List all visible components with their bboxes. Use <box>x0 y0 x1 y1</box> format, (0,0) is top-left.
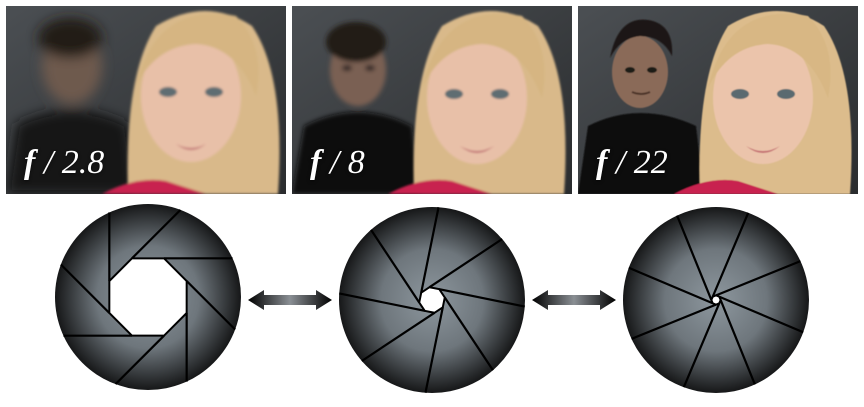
blade-edge <box>628 266 714 305</box>
blade-edge <box>370 229 421 304</box>
aperture-label: f / 22 <box>596 144 668 181</box>
blade-edge <box>185 280 236 331</box>
blade-edge <box>60 263 111 314</box>
blade-edge <box>676 215 713 301</box>
blade-edge <box>114 334 165 385</box>
blade-edge <box>443 296 494 371</box>
blade-edge <box>420 207 440 293</box>
blade-edge <box>718 295 804 334</box>
blade-edge <box>711 212 750 298</box>
photo-panel-f2-8: f / 2.8 <box>6 6 286 194</box>
photo-panel-f8: f / 8 <box>292 6 572 194</box>
double-arrow-icon <box>532 290 616 310</box>
aperture-icon <box>623 207 809 393</box>
double-arrow-icon <box>248 290 332 310</box>
blade-edge <box>439 288 525 308</box>
blade-edge <box>682 302 721 388</box>
blade-edge <box>428 238 503 289</box>
aperture-label: f / 8 <box>310 144 365 181</box>
blade-edge <box>715 260 801 297</box>
blade-edge <box>131 209 182 260</box>
blade-edge <box>631 303 717 340</box>
blade-edge <box>424 307 444 393</box>
aperture-icon <box>55 204 241 390</box>
aperture-opening <box>108 257 188 337</box>
aperture-icon <box>339 207 525 393</box>
portrait-image <box>6 6 286 194</box>
aperture-label: f / 2.8 <box>24 144 105 181</box>
portrait-image <box>292 6 572 194</box>
blade-edge <box>719 299 756 385</box>
portrait-image <box>578 6 858 194</box>
aperture-opening <box>418 286 446 314</box>
photo-panel-f22: f / 22 <box>578 6 858 194</box>
blade-edge <box>361 311 436 362</box>
blade-edge <box>339 292 425 312</box>
aperture-diagram <box>55 204 809 393</box>
aperture-opening <box>710 294 722 306</box>
